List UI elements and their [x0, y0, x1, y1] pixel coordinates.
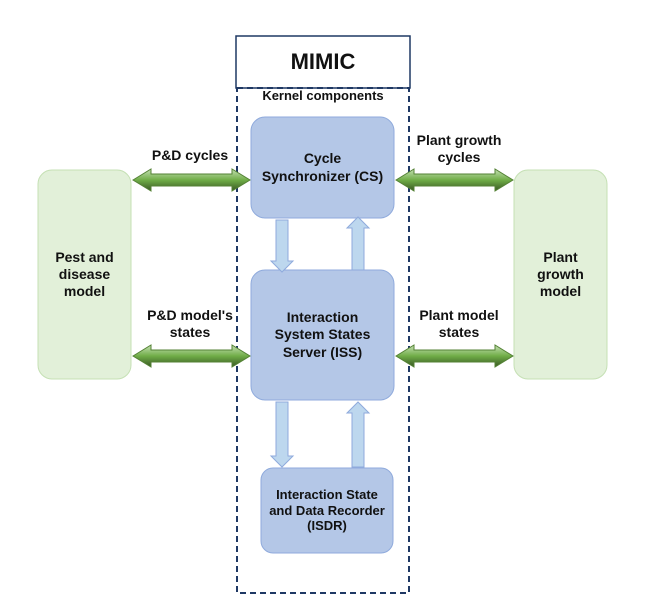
- cycle-synchronizer-label: Cycle Synchronizer (CS): [261, 150, 384, 184]
- pd-cycles-label: P&D cycles: [151, 147, 229, 163]
- isdr-box: [260, 467, 394, 554]
- isdr-label: Interaction State and Data Recorder (ISD…: [269, 486, 385, 534]
- pest-disease-model-label: Pest and disease model: [55, 248, 114, 300]
- kernel-components-label: Kernel components: [262, 88, 384, 103]
- iss-to-isdr-arrow: [269, 401, 295, 468]
- mimic-title-box: [235, 35, 411, 89]
- cycle-synchronizer-box: [250, 116, 395, 219]
- pd-model-states-arrow: [132, 344, 251, 368]
- plant-growth-cycles-label: Plant growth cycles: [416, 132, 502, 166]
- plant-growth-model-box: [513, 169, 608, 380]
- isdr-to-iss-arrow: [345, 401, 371, 468]
- pd-model-states-label: P&D model's states: [147, 307, 233, 341]
- mimic-title: MIMIC: [290, 48, 356, 74]
- pest-disease-model-box: [37, 169, 132, 380]
- plant-model-states-arrow: [395, 344, 514, 368]
- plant-model-states-label: Plant model states: [419, 307, 499, 341]
- plant-growth-model-label: Plant growth model: [537, 248, 584, 300]
- iss-to-cs-arrow: [345, 216, 371, 271]
- kernel-container: [236, 87, 410, 594]
- plant-growth-cycles-arrow: [395, 168, 514, 192]
- iss-box: [250, 269, 395, 401]
- cs-to-iss-arrow: [269, 219, 295, 273]
- iss-label: Interaction System States Server (ISS): [274, 309, 371, 360]
- pd-cycles-arrow: [132, 168, 251, 192]
